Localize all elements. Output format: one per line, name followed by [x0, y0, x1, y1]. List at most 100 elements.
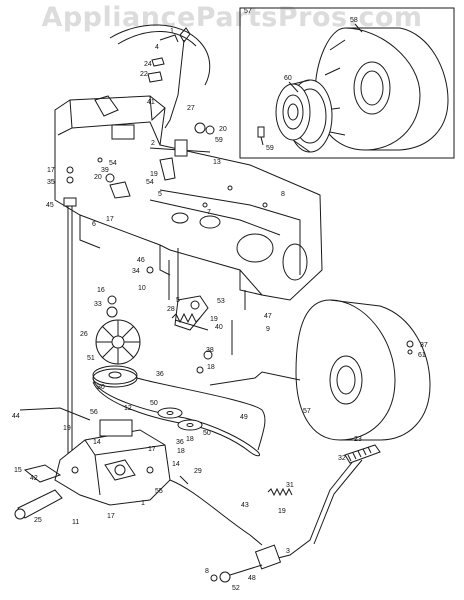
callout-51: 51: [87, 355, 95, 362]
callout-54: 54: [109, 160, 117, 167]
callout-17: 17: [107, 513, 115, 520]
callout-44: 44: [12, 413, 20, 420]
callout-18: 18: [207, 364, 215, 371]
callout-13: 13: [213, 159, 221, 166]
cable-43: [169, 479, 263, 546]
callout-14: 14: [93, 439, 101, 446]
callout-47: 47: [264, 313, 272, 320]
callout-48: 48: [248, 575, 256, 582]
callout-43: 43: [241, 502, 249, 509]
callout-42: 42: [30, 475, 38, 482]
axle-stub: [14, 489, 63, 520]
callout-19: 19: [150, 171, 158, 178]
callout-16: 16: [97, 287, 105, 294]
callout-29: 29: [194, 468, 202, 475]
spring-28: [171, 312, 201, 324]
rod-44: [19, 407, 91, 421]
callout-19: 19: [210, 316, 218, 323]
callout-58: 58: [350, 17, 358, 24]
callout-20: 20: [219, 126, 227, 133]
callout-57: 57: [244, 8, 252, 15]
callout-17: 17: [47, 167, 55, 174]
drive-pulley: [92, 365, 138, 388]
bracket-42: [23, 464, 62, 483]
callout-7: 7: [207, 209, 211, 216]
callout-55: 55: [155, 488, 163, 495]
callout-54: 54: [146, 179, 154, 186]
callout-31: 31: [286, 482, 294, 489]
callout-33: 33: [94, 301, 102, 308]
callout-18: 18: [177, 448, 185, 455]
spring-31: [267, 487, 293, 497]
callout-5: 5: [176, 297, 180, 304]
callout-4: 4: [155, 44, 159, 51]
callout-2: 2: [151, 140, 155, 147]
callout-12: 12: [124, 405, 132, 412]
callout-34: 34: [132, 268, 140, 275]
callout-1: 1: [170, 28, 174, 35]
callout-8: 8: [281, 191, 285, 198]
shift-lever: [147, 27, 191, 129]
callout-36: 36: [176, 439, 184, 446]
callout-25: 25: [34, 517, 42, 524]
inset-tire: [314, 27, 449, 151]
callout-60: 60: [284, 75, 292, 82]
callout-14: 14: [172, 461, 180, 468]
pedal-arm: [210, 444, 381, 583]
callout-53: 53: [217, 298, 225, 305]
callout-10: 10: [138, 285, 146, 292]
cooling-fan: [95, 319, 141, 365]
callout-50: 50: [150, 400, 158, 407]
callout-45: 45: [46, 202, 54, 209]
callout-50: 50: [203, 430, 211, 437]
callout-26: 26: [80, 331, 88, 338]
transaxle: [54, 419, 171, 506]
callout-28: 28: [167, 306, 175, 313]
callout-9: 9: [266, 326, 270, 333]
callout-24: 24: [144, 61, 152, 68]
callout-6: 6: [92, 221, 96, 228]
callout-8: 8: [205, 568, 209, 575]
callout-38: 38: [206, 347, 214, 354]
callout-40: 40: [215, 324, 223, 331]
callout-19: 19: [63, 425, 71, 432]
callout-41: 41: [147, 99, 155, 106]
main-frame: [54, 95, 323, 301]
idler-pulleys: [157, 407, 203, 431]
callout-46: 46: [137, 257, 145, 264]
callout-5: 5: [158, 191, 162, 198]
callout-17: 17: [148, 446, 156, 453]
cross-rod: [105, 122, 215, 183]
callout-59: 59: [266, 145, 274, 152]
rear-tire: [295, 299, 431, 441]
callout-61: 61: [418, 352, 426, 359]
callout-18: 18: [186, 436, 194, 443]
callout-23: 23: [354, 436, 362, 443]
callout-27: 27: [187, 105, 195, 112]
wheel-inset: [239, 7, 455, 159]
callout-35: 35: [47, 179, 55, 186]
callout-52: 52: [232, 585, 240, 592]
callout-37: 37: [420, 342, 428, 349]
callout-30: 30: [97, 384, 105, 391]
callout-1: 1: [141, 500, 145, 507]
callout-59: 59: [215, 137, 223, 144]
bolts: [106, 248, 246, 374]
inset-rim: [275, 79, 333, 153]
callout-20: 20: [94, 174, 102, 181]
inset-valve-stem: [257, 126, 265, 146]
callout-57: 57: [303, 408, 311, 415]
callout-49: 49: [240, 414, 248, 421]
callout-11: 11: [72, 519, 79, 526]
vertical-shaft: [63, 197, 77, 470]
callout-32: 32: [338, 455, 346, 462]
callout-19: 19: [278, 508, 286, 515]
callout-22: 22: [140, 71, 148, 78]
callout-39: 39: [101, 167, 109, 174]
callout-56: 56: [90, 409, 98, 416]
idler-bracket: [174, 295, 209, 331]
callout-36: 36: [156, 371, 164, 378]
callout-3: 3: [286, 548, 290, 555]
